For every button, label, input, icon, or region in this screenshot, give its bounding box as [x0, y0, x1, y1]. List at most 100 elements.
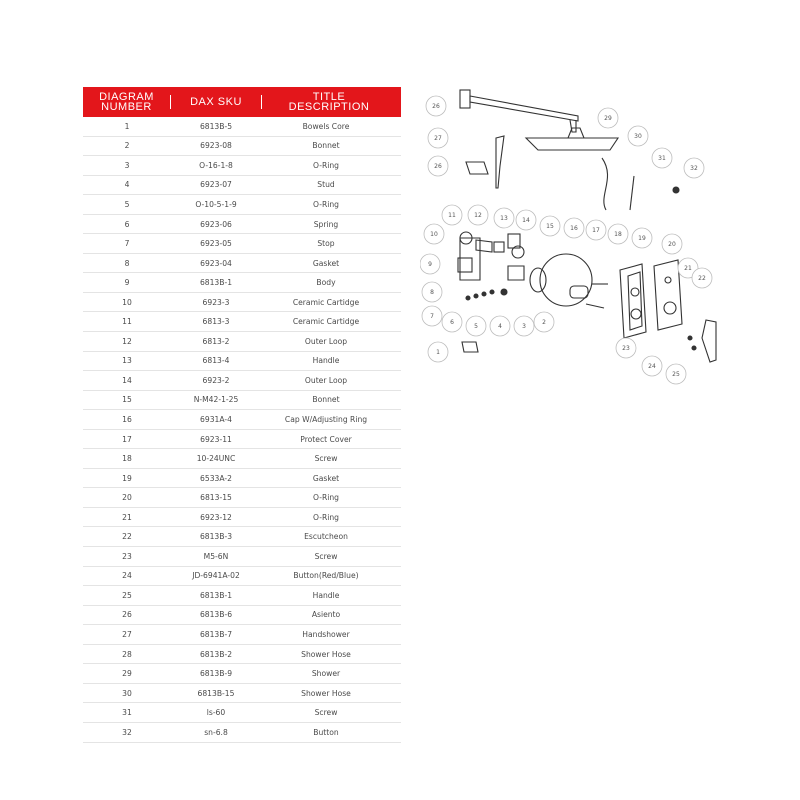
part-number: 7 [124, 239, 130, 249]
part-description: Screw [314, 454, 338, 464]
part-sku: 6813-15 [200, 493, 232, 503]
handshower-holder [465, 161, 489, 175]
part-sku: 6813B-6 [199, 610, 233, 620]
callout: 32 [683, 157, 705, 179]
part-description: Stop [317, 239, 335, 249]
callout: 11 [441, 204, 463, 226]
part-description: Protect Cover [300, 434, 352, 444]
header-diagram-number: DIAGRAM NUMBER [99, 91, 154, 113]
callout: 18 [607, 223, 629, 245]
part-sku: 6923-12 [200, 512, 232, 522]
part-sku: 6923-04 [200, 258, 232, 268]
part-sku: ls-60 [206, 708, 226, 718]
callout: 4 [489, 315, 511, 337]
svg-text:23: 23 [622, 345, 630, 352]
callout: 8 [421, 281, 443, 303]
callout: 15 [539, 215, 561, 237]
table-row: 31 ls-60 Screw [83, 703, 401, 723]
part-number: 3 [124, 160, 130, 170]
header-separator [170, 95, 171, 109]
part-sku: 6813-2 [202, 336, 230, 346]
callout: 9 [419, 253, 441, 275]
part-sku: sn-6.8 [204, 727, 228, 737]
exploded-parts-diagram: 26 29 27 30 26 31 32 11 12 13 14 15 16 1… [419, 70, 720, 390]
svg-text:17: 17 [592, 227, 600, 234]
part-description: Shower Hose [301, 688, 351, 698]
part-number: 19 [122, 473, 132, 483]
svg-text:31: 31 [658, 155, 666, 162]
part-description: Spring [313, 219, 339, 229]
part-number: 24 [122, 571, 132, 581]
shower-arm [469, 95, 579, 122]
gasket-19 [619, 263, 647, 339]
part-sku: O-16-1-8 [199, 160, 233, 170]
callout: 26 [427, 155, 449, 177]
callout: 3 [513, 315, 535, 337]
part-24 [691, 345, 697, 351]
part-number: 12 [122, 336, 132, 346]
callout: 30 [627, 125, 649, 147]
part-number: 22 [122, 532, 132, 542]
part-3 [500, 288, 508, 296]
part-description: Outer Loop [304, 375, 348, 385]
header-separator [261, 95, 262, 109]
svg-text:11: 11 [448, 212, 456, 219]
svg-text:2: 2 [542, 319, 546, 326]
screw-18b [585, 303, 605, 309]
part-sku: 6923-3 [202, 297, 230, 307]
cap-16 [529, 267, 547, 293]
protect-cover-knob [569, 285, 589, 299]
svg-text:19: 19 [638, 235, 646, 242]
part-sku: 6923-08 [200, 141, 232, 151]
header-title-description: TITLE DESCRIPTION [288, 91, 370, 113]
bonnet-15 [507, 265, 525, 281]
cartridge-10 [459, 231, 473, 245]
part-sku: O-10-5-1-9 [195, 199, 237, 209]
svg-text:14: 14 [522, 217, 530, 224]
svg-text:25: 25 [672, 371, 680, 378]
part-description: Gasket [312, 473, 340, 483]
part-5 [481, 291, 487, 297]
part-sku: M5-6N [203, 551, 229, 561]
callout: 27 [427, 127, 449, 149]
arm-drop [569, 119, 577, 133]
part-number: 29 [122, 669, 132, 679]
callout: 26 [425, 95, 447, 117]
part-description: O-Ring [313, 199, 339, 209]
part-sku: 6813B-2 [199, 649, 233, 659]
callout: 29 [597, 107, 619, 129]
part-description: Body [316, 278, 336, 288]
part-number: 26 [122, 610, 132, 620]
part-description: Ceramic Cartidge [292, 317, 360, 327]
part-number: 31 [122, 708, 132, 718]
o-ring-20-hole [630, 287, 640, 297]
svg-text:16: 16 [570, 225, 578, 232]
svg-text:26: 26 [434, 163, 442, 170]
svg-text:27: 27 [434, 135, 442, 142]
part-4 [489, 289, 495, 295]
part-description: Button [313, 727, 339, 737]
part-number: 9 [124, 278, 130, 288]
part-sku: 6931A-4 [200, 414, 232, 424]
svg-text:32: 32 [690, 165, 698, 172]
part-description: Screw [314, 708, 338, 718]
svg-text:24: 24 [648, 363, 656, 370]
svg-text:18: 18 [614, 231, 622, 238]
part-sku: 10-24UNC [196, 454, 236, 464]
part-1-core [461, 341, 479, 353]
